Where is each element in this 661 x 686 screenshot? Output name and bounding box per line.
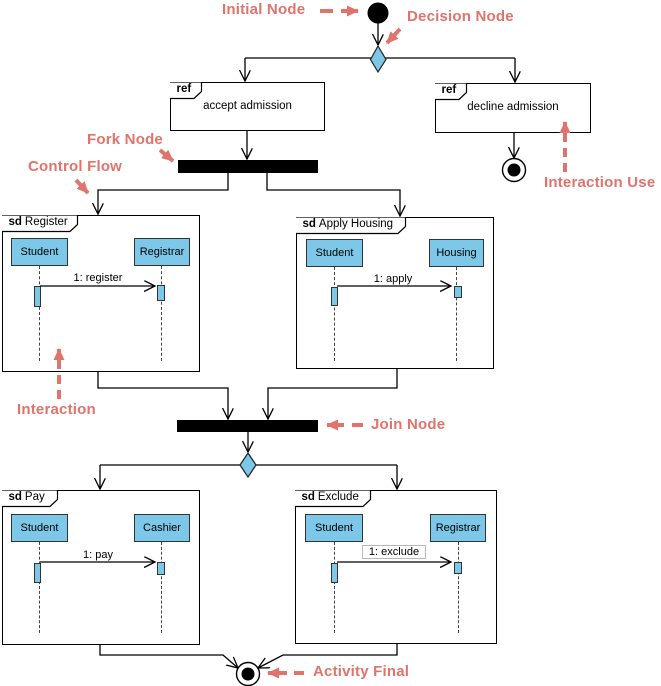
lifeline-housing [456, 267, 457, 361]
edge-fork-to-apply-housing [266, 172, 400, 216]
control-flow-arrow [74, 178, 90, 195]
lifeline-head-student: Student [11, 238, 68, 266]
lifeline-label: Student [20, 246, 59, 258]
lifeline-label: Student [315, 247, 354, 259]
sd-tab-shape [295, 216, 406, 234]
fork-node-arrow [158, 148, 175, 163]
final-node-decline [501, 157, 527, 183]
annotation-activity-final: Activity Final [313, 663, 410, 680]
message-label: 1: pay [83, 549, 113, 561]
lifeline-label: Cashier [143, 522, 181, 534]
ref-tab: ref [169, 81, 204, 100]
annotation-fork-node: Fork Node [87, 131, 163, 148]
annotation-decision-node: Decision Node [407, 8, 514, 25]
sd-name: Exclude [317, 490, 359, 503]
sd-tab-shape [294, 489, 371, 507]
sd-keyword: sd [301, 490, 315, 503]
lifeline-label: Student [315, 522, 353, 534]
lifeline-head-student: Student [306, 239, 363, 267]
lifeline-head-registrar: Registrar [134, 238, 190, 266]
sd-name: Register [24, 215, 68, 228]
lifeline-label: Student [20, 522, 59, 534]
activation-bar [331, 287, 338, 306]
activation-bar [454, 562, 462, 574]
activation-bar [157, 562, 165, 575]
sd-tab-shape [1, 489, 58, 507]
edge-register-to-join [97, 371, 228, 419]
merge-node [239, 451, 257, 479]
sd-name: Pay [24, 490, 45, 503]
ref-frame-accept-label: accept admission [203, 100, 292, 112]
annotation-interaction-use: Interaction Use [544, 174, 656, 191]
ref-tab: ref [434, 82, 469, 101]
lifeline-label: Registrar [139, 246, 185, 258]
sd-keyword: sd [8, 490, 22, 503]
activation-bar [331, 563, 338, 583]
lifeline-student [334, 542, 335, 633]
decision-node [369, 44, 387, 74]
activation-bar [34, 563, 41, 583]
message-label: 1: apply [373, 273, 413, 285]
ref-frame-decline-label: decline admission [467, 101, 559, 113]
message-label: 1: register [73, 272, 123, 284]
annotation-join-node: Join Node [371, 416, 446, 433]
annotation-interaction: Interaction [17, 401, 96, 418]
lifeline-student [39, 266, 40, 361]
lifeline-head-cashier: Cashier [134, 514, 190, 542]
ref-frame-decline-admission: ref decline admission [434, 82, 591, 133]
message-label: 1: exclude [361, 545, 427, 559]
lifeline-head-student: Student [11, 514, 68, 542]
activation-bar [157, 285, 165, 301]
ref-tab-label: ref [442, 84, 460, 96]
lifeline-label: Registrar [435, 522, 481, 534]
sd-keyword: sd [8, 215, 22, 228]
annotation-initial-node: Initial Node [222, 1, 306, 18]
ref-tab-label: ref [177, 83, 195, 95]
initial-node [367, 2, 389, 24]
ref-keyword: ref [176, 82, 192, 95]
edge-pay-to-activity-final [99, 644, 238, 668]
lifeline-head-student: Student [305, 514, 363, 542]
sd-name: Apply Housing [318, 217, 394, 230]
annotation-control-flow: Control Flow [28, 158, 123, 175]
lifeline-cashier [161, 542, 162, 633]
decision-node-arrow [385, 27, 402, 45]
activation-bar [34, 286, 41, 307]
lifeline-student [39, 542, 40, 633]
sd-tab-shape [1, 214, 78, 232]
edge-fork-to-register [98, 172, 229, 214]
lifeline-head-housing: Housing [429, 239, 484, 267]
activation-bar [454, 286, 462, 298]
edge-apply-housing-to-join [268, 368, 398, 419]
lifeline-registrar [161, 266, 162, 361]
ref-tab-shape [434, 82, 467, 100]
lifeline-label: Housing [436, 247, 477, 259]
lifeline-student [334, 267, 335, 361]
activity-final-node [235, 661, 261, 686]
ref-tab-shape [169, 81, 202, 99]
sd-keyword: sd [302, 217, 316, 230]
fork-node-bar [178, 160, 318, 173]
ref-frame-accept-admission: ref accept admission [169, 81, 325, 131]
lifeline-head-registrar: Registrar [430, 514, 486, 542]
ref-keyword: ref [441, 83, 457, 96]
lifeline-registrar [458, 542, 459, 633]
join-node-bar [177, 420, 318, 432]
